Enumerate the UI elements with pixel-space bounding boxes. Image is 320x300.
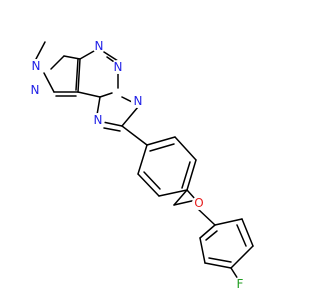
bond	[137, 173, 160, 197]
bond	[77, 91, 101, 98]
atom-label: N	[134, 94, 143, 108]
atom-o-ether: O	[192, 196, 206, 210]
bond	[50, 55, 65, 70]
atom-n-pyrimidine-1: N	[92, 39, 106, 53]
atom-n-pyrazole-1: N	[29, 59, 43, 73]
atom-n-pyrazole-2: N	[28, 83, 42, 97]
atom-labels: N N N N N N O F	[28, 39, 247, 291]
bond	[173, 189, 188, 206]
bond	[204, 262, 232, 269]
bond	[230, 267, 239, 280]
atom-n-triazole-1: N	[91, 113, 105, 127]
bond	[96, 96, 101, 116]
atom-label: O	[194, 196, 203, 210]
atom-n-triazole-2: N	[131, 94, 145, 108]
molecule-structure: N N N N N N O F	[28, 39, 254, 291]
bond	[103, 51, 119, 62]
bond	[236, 224, 247, 247]
bond	[205, 230, 218, 241]
bond	[181, 161, 191, 189]
atom-label: N	[95, 39, 104, 53]
bond	[199, 237, 206, 264]
bond	[102, 121, 123, 127]
bond	[99, 92, 113, 98]
bond	[79, 50, 95, 60]
bond	[121, 125, 148, 146]
bond	[173, 199, 197, 206]
bond	[77, 58, 81, 93]
atom-label: F	[237, 277, 244, 291]
atom-label: N	[31, 83, 40, 97]
bond	[43, 72, 55, 93]
bond	[63, 55, 81, 60]
bond	[35, 41, 46, 60]
bond	[75, 58, 79, 91]
bond	[230, 245, 254, 269]
bond	[241, 218, 254, 247]
bond	[103, 127, 121, 132]
atom-label: N	[114, 60, 123, 74]
bond-lines	[35, 41, 254, 280]
bond	[149, 143, 175, 152]
bond	[121, 96, 133, 103]
bond	[158, 189, 188, 197]
bond	[146, 136, 176, 146]
atom-label: N	[32, 59, 41, 73]
bond	[197, 208, 216, 226]
bond	[214, 218, 243, 226]
atom-n-pyrimidine-2: N	[111, 60, 125, 74]
bond	[143, 171, 161, 190]
bond	[208, 257, 232, 263]
bond	[121, 106, 139, 127]
bond	[174, 136, 197, 161]
atom-label: N	[94, 113, 103, 127]
atom-f: F	[233, 277, 247, 291]
bond	[137, 144, 148, 175]
bond	[199, 224, 216, 239]
bond	[186, 159, 197, 191]
